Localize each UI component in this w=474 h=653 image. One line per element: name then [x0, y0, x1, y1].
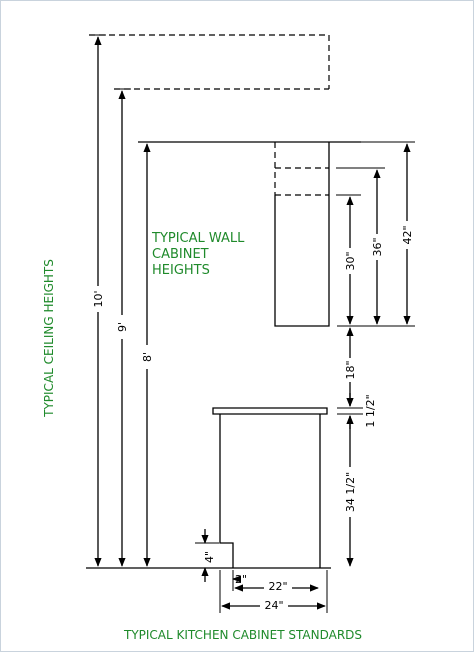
diagram-title: TYPICAL KITCHEN CABINET STANDARDS — [123, 628, 362, 642]
wall-cabinet — [274, 142, 330, 327]
base-cabinet-front — [219, 414, 234, 568]
dim-label-10ft: 10' — [92, 290, 105, 307]
ceiling-heights-label: TYPICAL CEILING HEIGHTS — [42, 259, 56, 418]
dim-label-2in: 2" — [235, 573, 247, 586]
dim-label-toe-kick: 4" — [203, 551, 216, 563]
label-bg — [343, 248, 357, 274]
dim-label-8ft: 8' — [141, 352, 154, 362]
label-bg — [343, 467, 357, 517]
label-bg — [400, 221, 414, 249]
dim-label-42in: 42" — [401, 225, 414, 244]
label-bg — [370, 234, 384, 260]
dim-label-1-half-in: 1 1/2" — [364, 394, 377, 427]
dim-label-9ft: 9' — [116, 322, 129, 332]
wall-cabinet-label-line-2: CABINET — [152, 247, 209, 262]
dim-label-36in: 36" — [371, 237, 384, 256]
dim-label-22in: 22" — [268, 580, 287, 593]
label-bg — [115, 315, 129, 339]
wall-cabinet-label-line-3: HEIGHTS — [152, 263, 210, 278]
dim-label-18in: 18" — [344, 360, 357, 379]
countertop — [212, 407, 328, 415]
ceiling-line-10ft — [89, 34, 330, 89]
dim-label-34-half-in: 34 1/2" — [344, 472, 357, 512]
label-bg — [260, 598, 288, 612]
label-bg — [140, 345, 154, 369]
label-bg — [91, 286, 105, 312]
wall-cabinet-label-line-1: TYPICAL WALL — [151, 231, 245, 246]
label-bg — [264, 579, 292, 593]
label-bg — [343, 358, 357, 382]
dim-label-30in: 30" — [344, 251, 357, 270]
dim-label-24in: 24" — [264, 599, 283, 612]
